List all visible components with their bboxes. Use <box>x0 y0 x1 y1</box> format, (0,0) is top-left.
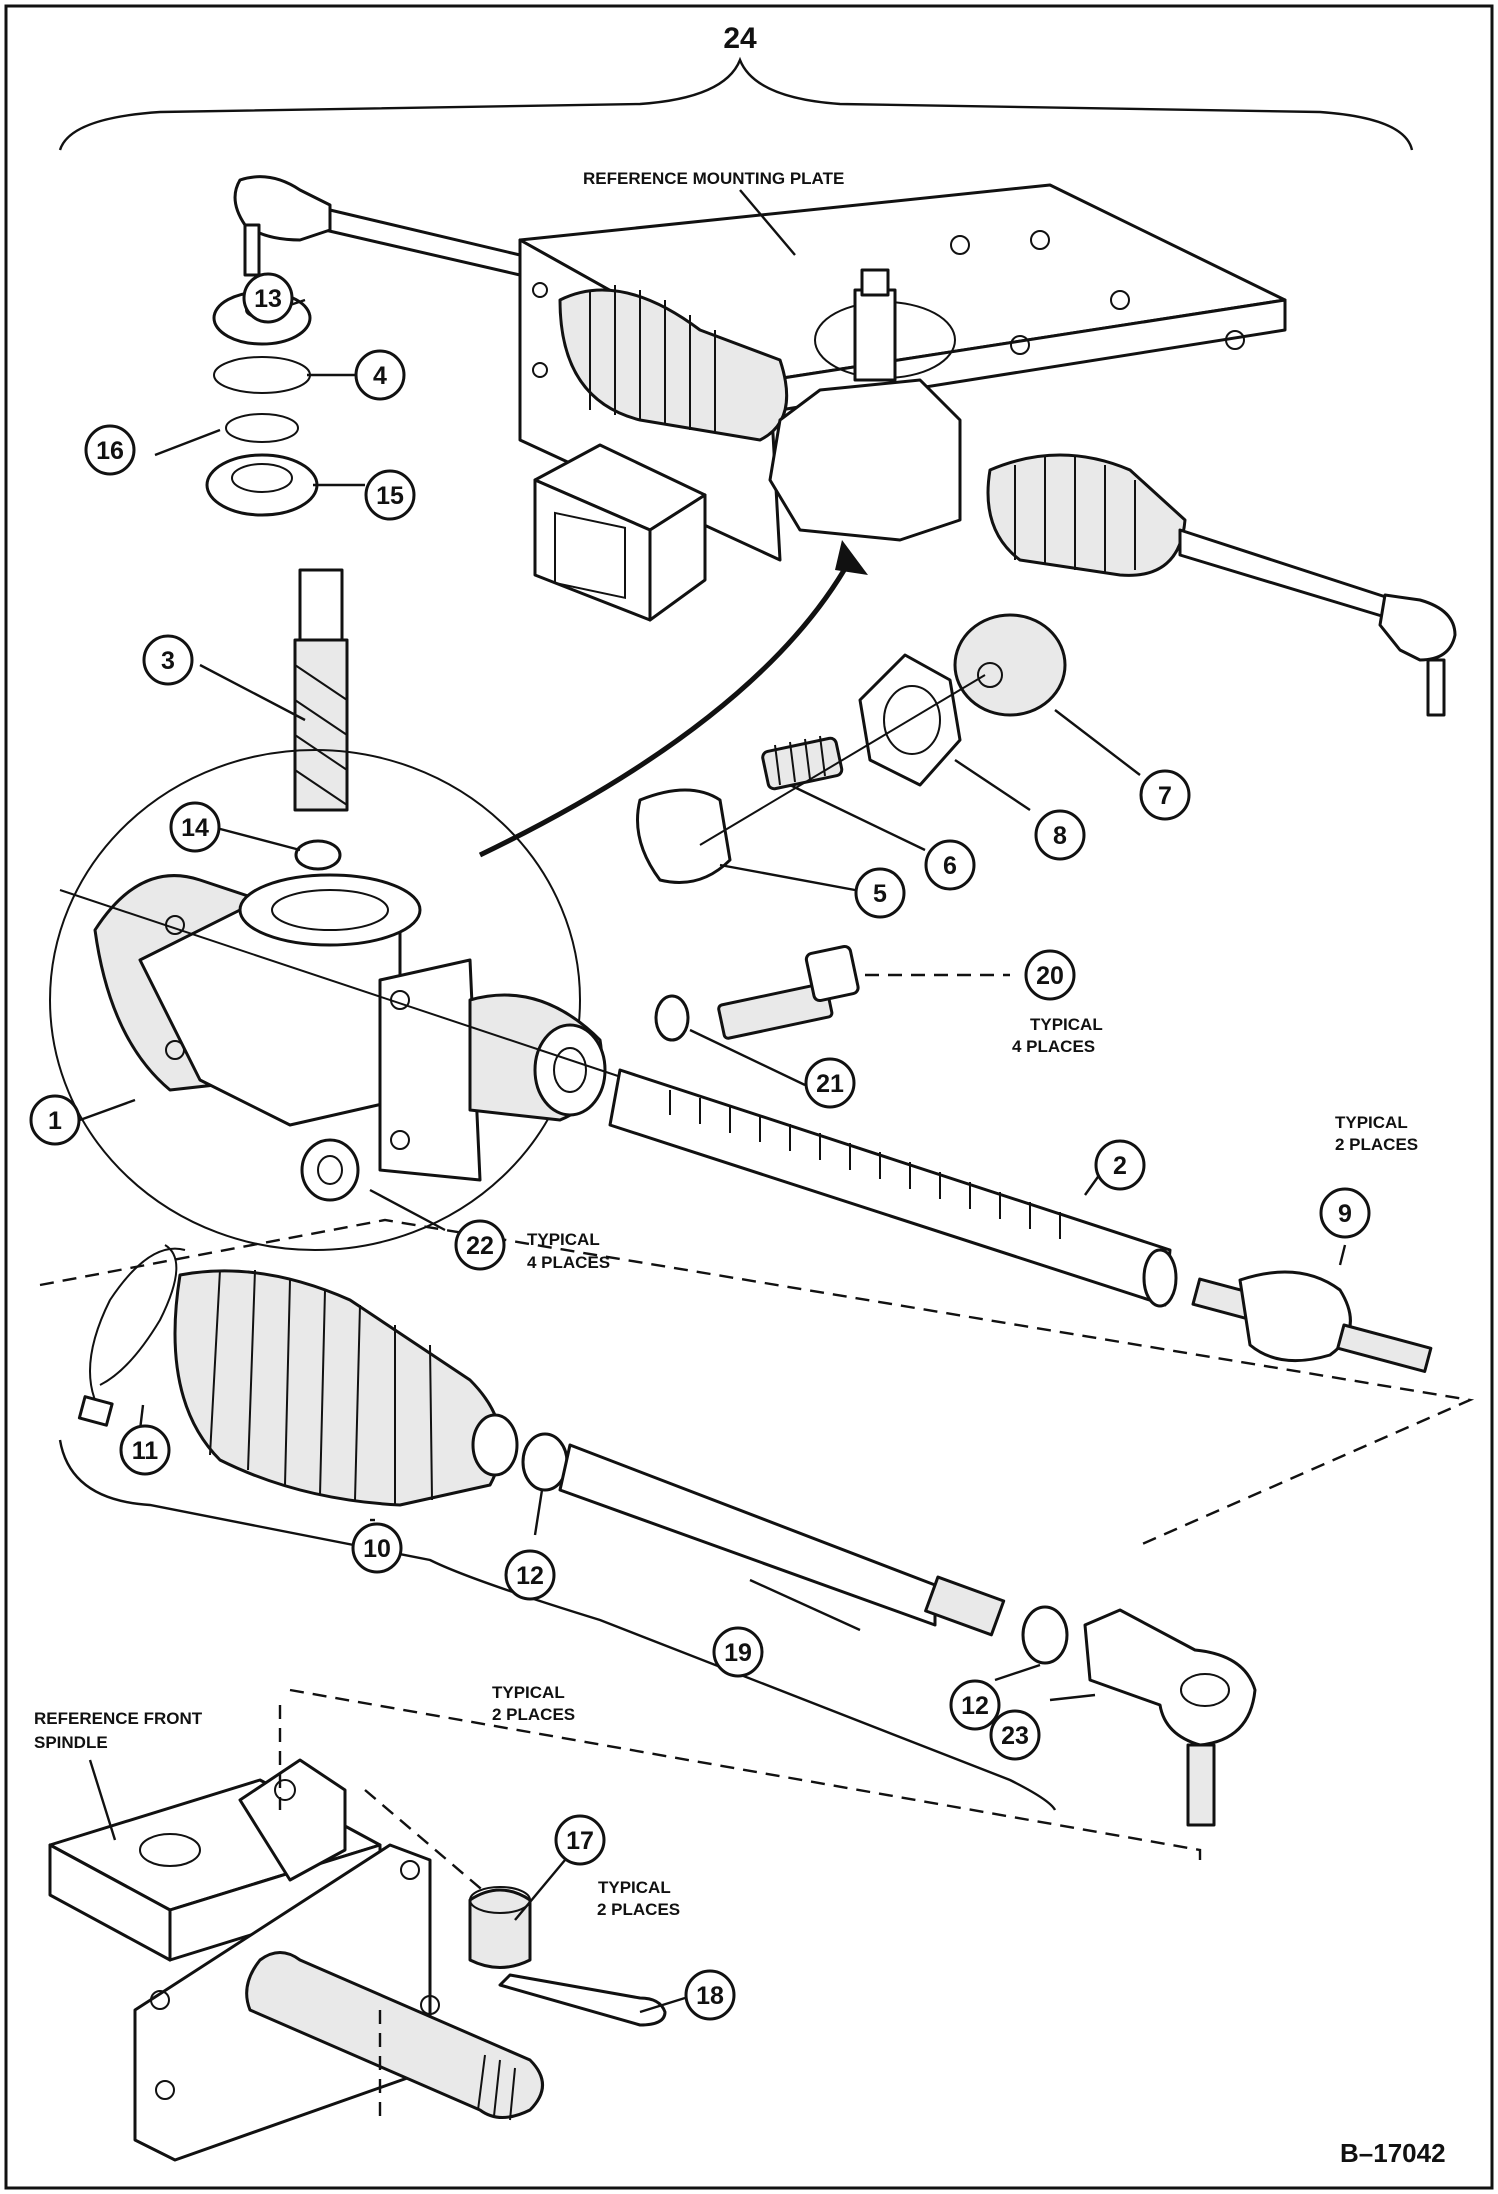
front-spindle-label-2: SPINDLE <box>34 1733 108 1752</box>
callout-number: 23 <box>1001 1722 1029 1750</box>
spindle-dash-line <box>289 1688 1202 1860</box>
note-20-typical: TYPICAL <box>1030 1015 1103 1034</box>
callout-number: 15 <box>376 482 404 510</box>
callout-number: 12 <box>961 1692 989 1720</box>
front-spindle-label-1: REFERENCE FRONT <box>34 1709 203 1728</box>
callout-number: 18 <box>696 1982 724 2010</box>
note-22-typical: TYPICAL <box>527 1230 600 1249</box>
callout-number: 2 <box>1113 1152 1127 1180</box>
callout-number: 13 <box>254 285 282 313</box>
mounting-plate-leader <box>739 189 796 256</box>
callout-circle <box>169 801 221 853</box>
callout-number: 6 <box>943 852 957 880</box>
callout-circle <box>84 424 136 476</box>
callout-circle <box>142 634 194 686</box>
note-22-places: 4 PLACES <box>527 1253 610 1272</box>
callout-number: 11 <box>132 1437 159 1465</box>
callout-number: 4 <box>373 362 387 390</box>
callout-circle <box>712 1626 764 1678</box>
callout-circle <box>924 839 976 891</box>
mounting-plate-label: REFERENCE MOUNTING PLATE <box>583 169 844 188</box>
callout-circle <box>989 1709 1041 1761</box>
callout-number: 5 <box>873 880 887 908</box>
front-spindle-leader <box>88 1759 117 1841</box>
callout-circle <box>242 272 294 324</box>
callout-circle <box>554 1814 606 1866</box>
front-spindle-assembly <box>48 1705 544 2162</box>
callout-number: 21 <box>816 1070 844 1098</box>
callout-number: 16 <box>96 437 124 465</box>
callout-circle <box>1319 1187 1371 1239</box>
install-arrow <box>478 558 853 858</box>
callout-circle <box>949 1679 1001 1731</box>
callout-circle <box>454 1219 506 1271</box>
callout-circle <box>684 1969 736 2021</box>
callout-circle <box>354 349 406 401</box>
callout-circle <box>854 867 906 919</box>
callout-number: 3 <box>161 647 175 675</box>
callout-circle <box>804 1057 856 1109</box>
note-17-places: 2 PLACES <box>597 1900 680 1919</box>
note-tierod-typical: TYPICAL <box>492 1683 565 1702</box>
callout-circle <box>1139 769 1191 821</box>
callout-circle <box>364 469 416 521</box>
mounting-plate-assembly <box>233 175 1457 717</box>
callout-number: 8 <box>1053 822 1067 850</box>
install-arrow-head <box>835 540 868 575</box>
callout-circle <box>1024 949 1076 1001</box>
note-20-places: 4 PLACES <box>1012 1037 1095 1056</box>
note-9-typical: TYPICAL <box>1335 1113 1408 1132</box>
note-tierod-places: 2 PLACES <box>492 1705 575 1724</box>
callout-circle <box>29 1094 81 1146</box>
callout-circle <box>351 1522 403 1574</box>
callouts: 1 2 3 4 5 6 7 8 9 10 11 12 12 13 14 15 1… <box>29 272 1371 2021</box>
callout-number: 22 <box>466 1232 494 1260</box>
callout-circle <box>119 1424 171 1476</box>
callout-number: 10 <box>363 1535 391 1563</box>
callout-number: 19 <box>724 1639 752 1667</box>
diagram-frame <box>4 4 1494 2190</box>
callout-number: 7 <box>1158 782 1172 810</box>
callout-circle <box>504 1549 556 1601</box>
note-17-typical: TYPICAL <box>598 1878 671 1897</box>
assembly-brace <box>58 56 1414 151</box>
callout-number: 17 <box>566 1827 594 1855</box>
assembly-number: 24 <box>723 22 757 55</box>
note-9-places: 2 PLACES <box>1335 1135 1418 1154</box>
figure-id: B–17042 <box>1340 2138 1446 2168</box>
callout-number: 9 <box>1338 1200 1352 1228</box>
callout-number: 14 <box>181 814 209 842</box>
callout-circle <box>1034 809 1086 861</box>
callout-number: 1 <box>48 1107 62 1135</box>
callout-number: 12 <box>516 1562 544 1590</box>
rack-housing <box>93 873 607 1182</box>
callout-circle <box>1094 1139 1146 1191</box>
callout-number: 20 <box>1036 962 1064 990</box>
